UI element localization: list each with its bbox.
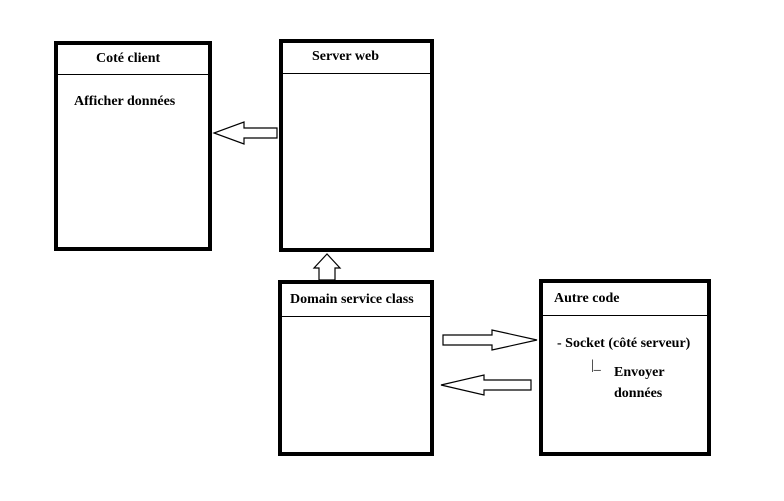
branch-connector: |_ — [591, 358, 601, 373]
arrow-server-to-client — [212, 121, 278, 145]
domain-box: Domain service class — [278, 280, 434, 456]
send-data-line1: Envoyer — [614, 365, 665, 380]
client-box: Coté client Afficher données — [54, 41, 212, 251]
domain-header: Domain service class — [282, 284, 430, 317]
other-code-header: Autre code — [543, 283, 707, 316]
server-header: Server web — [283, 43, 430, 74]
arrow-domain-to-other — [442, 329, 538, 351]
other-code-box: Autre code - Socket (côté serveur) |_ En… — [539, 279, 711, 456]
domain-title: Domain service class — [290, 292, 414, 307]
arrow-other-to-domain — [440, 374, 532, 396]
other-code-title: Autre code — [554, 291, 620, 306]
arrow-domain-to-server — [312, 253, 342, 281]
client-title: Coté client — [96, 51, 161, 66]
client-content: Afficher données — [74, 94, 176, 109]
server-box: Server web — [279, 39, 434, 252]
socket-label: - Socket (côté serveur) — [557, 336, 691, 351]
send-data-line2: données — [614, 386, 663, 401]
client-header: Coté client — [58, 45, 208, 75]
server-title: Server web — [312, 49, 379, 64]
